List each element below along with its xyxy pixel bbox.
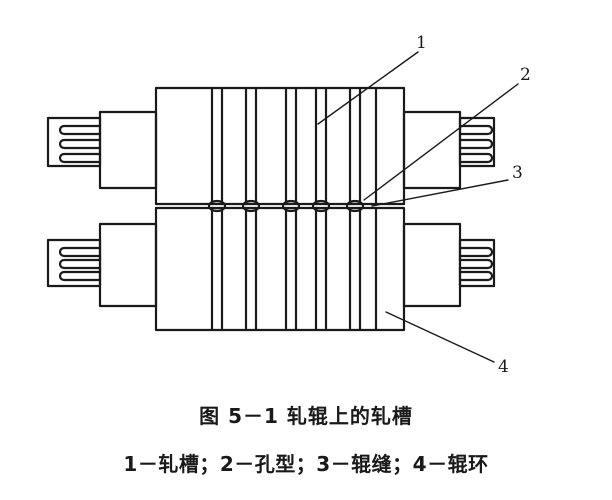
bottom-roll-right-neck [402,222,462,308]
top-roll-left-neck [98,110,158,190]
roll-passes [207,199,365,213]
leader-line-1 [317,51,419,125]
leader-line-2 [363,83,519,201]
callout-collar-label: 4 [498,357,509,377]
leader-lines [317,51,519,363]
callout-gap-label: 3 [512,163,523,183]
top-roll-grooves [210,86,378,206]
figure-caption-legend: 1－轧槽；2－孔型；3－辊缝；4－辊环 [123,452,489,476]
bottom-roll-left-wobbler [46,238,102,288]
leader-line-4 [385,311,495,363]
bottom-roll-grooves [210,206,378,332]
top-roll-left-wobbler [46,116,102,168]
bottom-roll [46,206,496,332]
top-roll-right-wobbler [458,116,496,168]
callout-pass-label: 2 [520,65,531,85]
leader-line-3 [371,179,509,207]
bottom-roll-right-wobbler [458,238,496,288]
bottom-roll-left-neck [98,222,158,308]
top-roll-right-neck [402,110,462,190]
rolling-rolls-diagram: 1 2 3 4 [46,33,531,377]
top-roll [46,86,496,206]
callout-groove-label: 1 [416,33,427,53]
top-roll-barrel [154,86,406,206]
bottom-roll-barrel [154,206,406,332]
figure-caption-title: 图 5－1 轧辊上的轧槽 [199,404,413,428]
